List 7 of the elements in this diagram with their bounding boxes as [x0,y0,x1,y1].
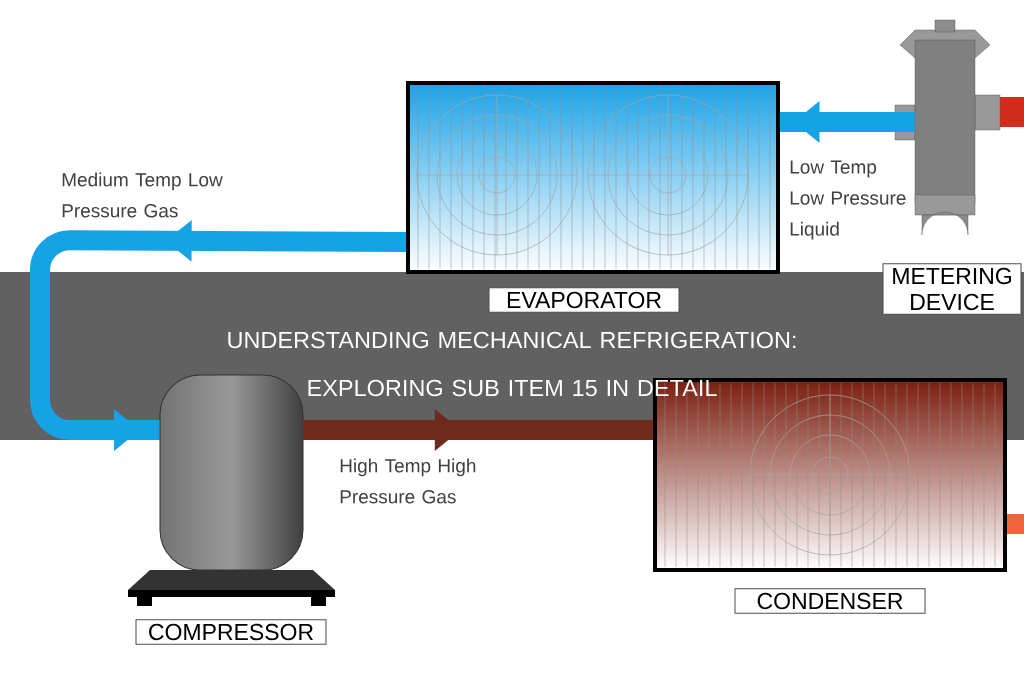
edge-label: High Temp High Pressure Gas [340,458,476,504]
label-box: EVAPORATOR [488,287,680,313]
edge-label: Low Temp Low Pressure Liquid [790,160,906,240]
label-box: CONDENSER [734,588,926,614]
label-box: COMPRESSOR [135,619,327,645]
edge-label: Medium Temp Low Pressure Gas [62,172,223,218]
label-box: METERING DEVICE [882,263,1022,315]
